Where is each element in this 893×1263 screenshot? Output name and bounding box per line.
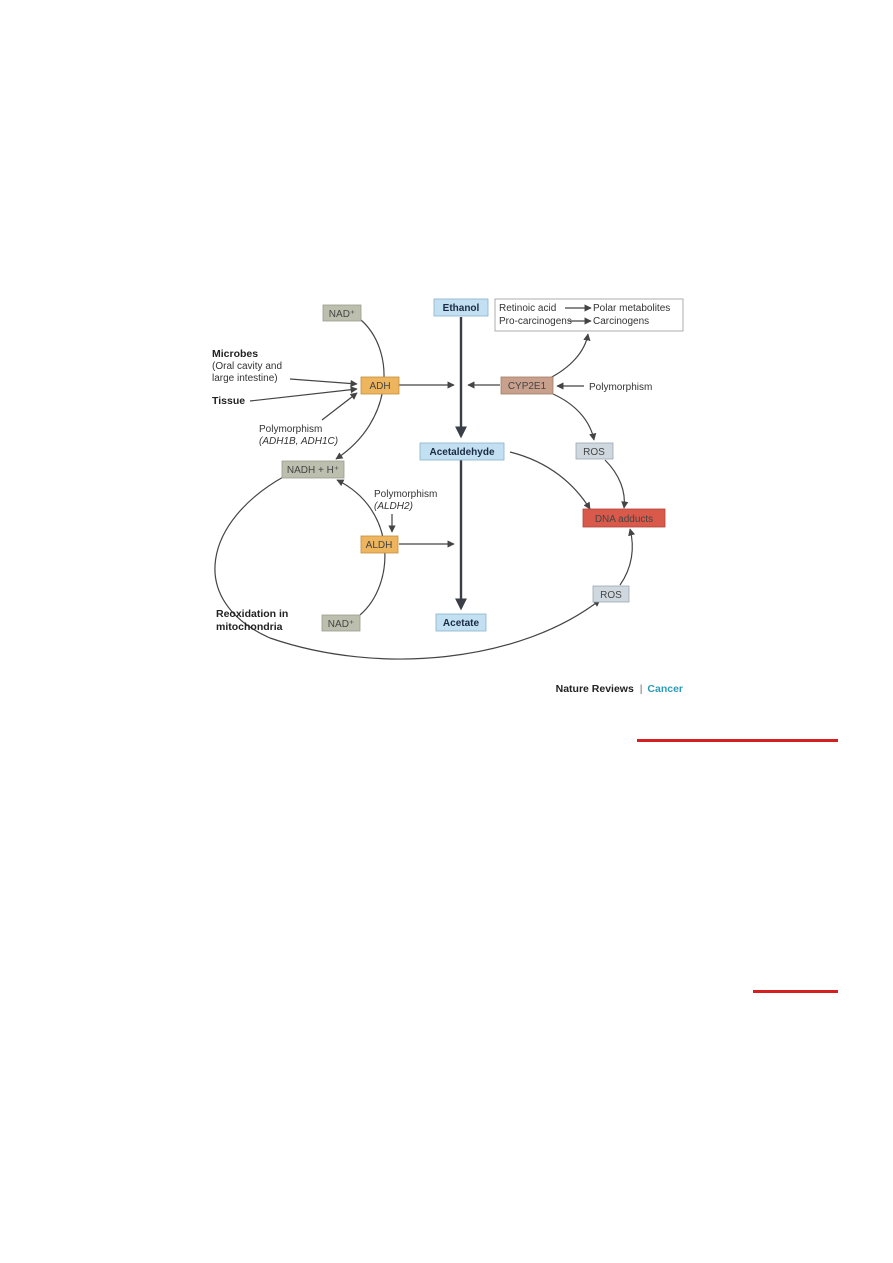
cyp2e1-label: CYP2E1 xyxy=(508,381,547,392)
adh-node: ADH xyxy=(360,376,400,395)
reoxidation-label-line2: mitochondria xyxy=(216,621,283,633)
arrow-ros-to-dna-adducts xyxy=(604,459,629,509)
arrow-polymorphism-to-adh xyxy=(321,392,358,421)
red-rule-lower xyxy=(753,990,838,993)
dna-adducts-node: DNA adducts xyxy=(582,508,666,528)
nadh-label: NADH + H⁺ xyxy=(287,465,339,476)
red-rule-upper xyxy=(637,739,838,742)
reoxidation-label-line1: Reoxidation in xyxy=(216,608,288,620)
tissue-label: Tissue xyxy=(212,395,245,407)
aldh-node: ALDH xyxy=(360,535,399,554)
polymorphism-aldh-gene-label: (ALDH2) xyxy=(374,501,413,512)
arrow-tissue-to-adh xyxy=(249,386,358,402)
ethanol-node: Ethanol xyxy=(433,298,489,317)
retinoic-acid-label: Retinoic acid xyxy=(499,303,556,314)
metabolites-box: Retinoic acid Polar metabolites Pro-carc… xyxy=(494,298,684,332)
ros-bottom-label: ROS xyxy=(600,590,622,601)
dna-adducts-label: DNA adducts xyxy=(595,514,653,525)
nad-top-node: NAD⁺ xyxy=(322,304,362,322)
polymorphism-adh-label: Polymorphism xyxy=(259,424,322,435)
arrow-reoxidation-to-ros xyxy=(214,475,601,660)
ethanol-label: Ethanol xyxy=(443,303,480,314)
nad-top-label: NAD⁺ xyxy=(329,309,355,320)
journal-name: Nature Reviews xyxy=(556,683,634,695)
pro-carcinogens-label: Pro-carcinogens xyxy=(499,316,572,327)
polar-metabolites-label: Polar metabolites xyxy=(593,303,670,314)
journal-section: Cancer xyxy=(647,683,683,695)
nad-bottom-node: NAD⁺ xyxy=(321,614,361,632)
nad-bottom-label: NAD⁺ xyxy=(328,619,354,630)
polymorphism-aldh-label: Polymorphism xyxy=(374,489,437,500)
large-intestine-label: large intestine) xyxy=(212,373,278,384)
arrow-cyp2e1-to-metabolites xyxy=(547,333,591,380)
acetate-label: Acetate xyxy=(443,618,480,629)
journal-credit: Nature Reviews | Cancer xyxy=(556,683,683,695)
arrow-ros-bottom-to-dna-adducts xyxy=(619,528,636,586)
oral-cavity-label: (Oral cavity and xyxy=(212,361,282,372)
arrow-cyp2e1-to-ros xyxy=(552,393,597,441)
microbes-label: Microbes xyxy=(212,348,258,360)
ros-bottom-node: ROS xyxy=(592,585,630,603)
arrow-acetaldehyde-to-dna-adducts xyxy=(509,451,591,510)
carcinogens-label: Carcinogens xyxy=(593,316,649,327)
credit-separator: | xyxy=(640,683,643,695)
nadh-node: NADH + H⁺ xyxy=(281,460,345,479)
acetaldehyde-node: Acetaldehyde xyxy=(419,442,505,461)
aldh-label: ALDH xyxy=(366,540,393,551)
polymorphism-adh-genes-label: (ADH1B, ADH1C) xyxy=(259,436,338,447)
acetaldehyde-label: Acetaldehyde xyxy=(429,447,494,458)
arrow-microbes-to-adh xyxy=(289,378,358,388)
polymorphism-cyp-label: Polymorphism xyxy=(589,382,652,393)
ros-top-label: ROS xyxy=(583,447,605,458)
acetate-node: Acetate xyxy=(435,613,487,632)
cyp2e1-node: CYP2E1 xyxy=(500,376,554,395)
adh-label: ADH xyxy=(369,381,390,392)
ros-top-node: ROS xyxy=(575,442,614,460)
